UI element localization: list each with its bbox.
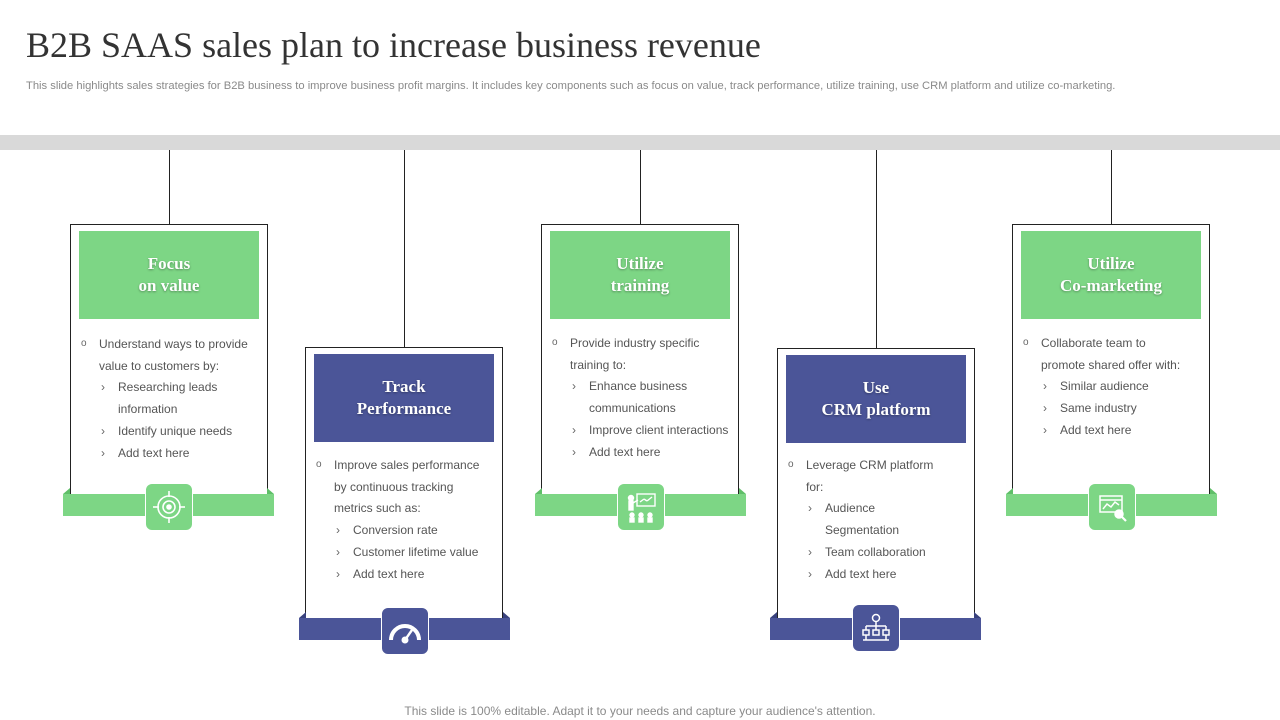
footer-note: This slide is 100% editable. Adapt it to… — [404, 704, 876, 718]
crm-network-icon — [852, 604, 900, 652]
hanger-line-2 — [404, 150, 405, 348]
sub-bullet: Enhance business communications — [550, 376, 734, 419]
strategy-card-focus-on-value: Focus on value Understand ways to provid… — [70, 224, 268, 496]
card-body: Collaborate team to promote shared offer… — [1021, 332, 1205, 442]
sub-bullet: Conversion rate — [314, 520, 498, 542]
lead-bullet: Understand ways to provide value to cust… — [79, 333, 263, 377]
sub-bullet: Customer lifetime value — [314, 542, 498, 564]
card-heading: Track Performance — [314, 354, 494, 442]
card-body: Leverage CRM platform for: Audience Segm… — [786, 454, 970, 586]
hanger-line-5 — [1111, 150, 1112, 225]
lead-bullet: Provide industry specific training to: — [550, 332, 734, 376]
hanging-rail — [0, 135, 1280, 150]
target-icon — [145, 483, 193, 531]
page-title: B2B SAAS sales plan to increase business… — [26, 25, 761, 65]
page-subtitle: This slide highlights sales strategies f… — [26, 80, 1116, 92]
card-heading: Utilize Co-marketing — [1021, 231, 1201, 319]
card-body: Improve sales performance by continuous … — [314, 454, 498, 586]
sub-bullet: Audience Segmentation — [786, 498, 970, 541]
sub-bullet: Similar audience — [1021, 376, 1205, 398]
sub-bullet: Team collaboration — [786, 542, 970, 564]
sub-bullet: Same industry — [1021, 398, 1205, 420]
hanger-line-4 — [876, 150, 877, 349]
strategy-card-utilize-co-marketing: Utilize Co-marketing Collaborate team to… — [1012, 224, 1210, 496]
strategy-card-use-crm-platform: Use CRM platform Leverage CRM platform f… — [777, 348, 975, 620]
sub-bullet: Improve client interactions — [550, 420, 734, 442]
sub-bullet: Add text here — [550, 442, 734, 464]
card-body: Provide industry specific training to: E… — [550, 332, 734, 464]
card-heading: Focus on value — [79, 231, 259, 319]
sub-bullet: Identify unique needs — [79, 421, 263, 443]
card-heading: Utilize training — [550, 231, 730, 319]
sub-bullet: Add text here — [1021, 420, 1205, 442]
strategy-card-track-performance: Track Performance Improve sales performa… — [305, 347, 503, 620]
presentation-icon — [617, 483, 665, 531]
hanger-line-1 — [169, 150, 170, 225]
sub-bullet: Add text here — [314, 564, 498, 586]
hanger-line-3 — [640, 150, 641, 225]
speedometer-icon — [381, 607, 429, 655]
lead-bullet: Collaborate team to promote shared offer… — [1021, 332, 1205, 376]
sub-bullet: Add text here — [786, 564, 970, 586]
lead-bullet: Improve sales performance by continuous … — [314, 454, 498, 520]
card-body: Understand ways to provide value to cust… — [79, 333, 263, 465]
strategy-card-utilize-training: Utilize training Provide industry specif… — [541, 224, 739, 496]
sub-bullet: Add text here — [79, 443, 263, 465]
analytics-chart-icon — [1088, 483, 1136, 531]
sub-bullet: Researching leads information — [79, 377, 263, 420]
card-heading: Use CRM platform — [786, 355, 966, 443]
lead-bullet: Leverage CRM platform for: — [786, 454, 970, 498]
